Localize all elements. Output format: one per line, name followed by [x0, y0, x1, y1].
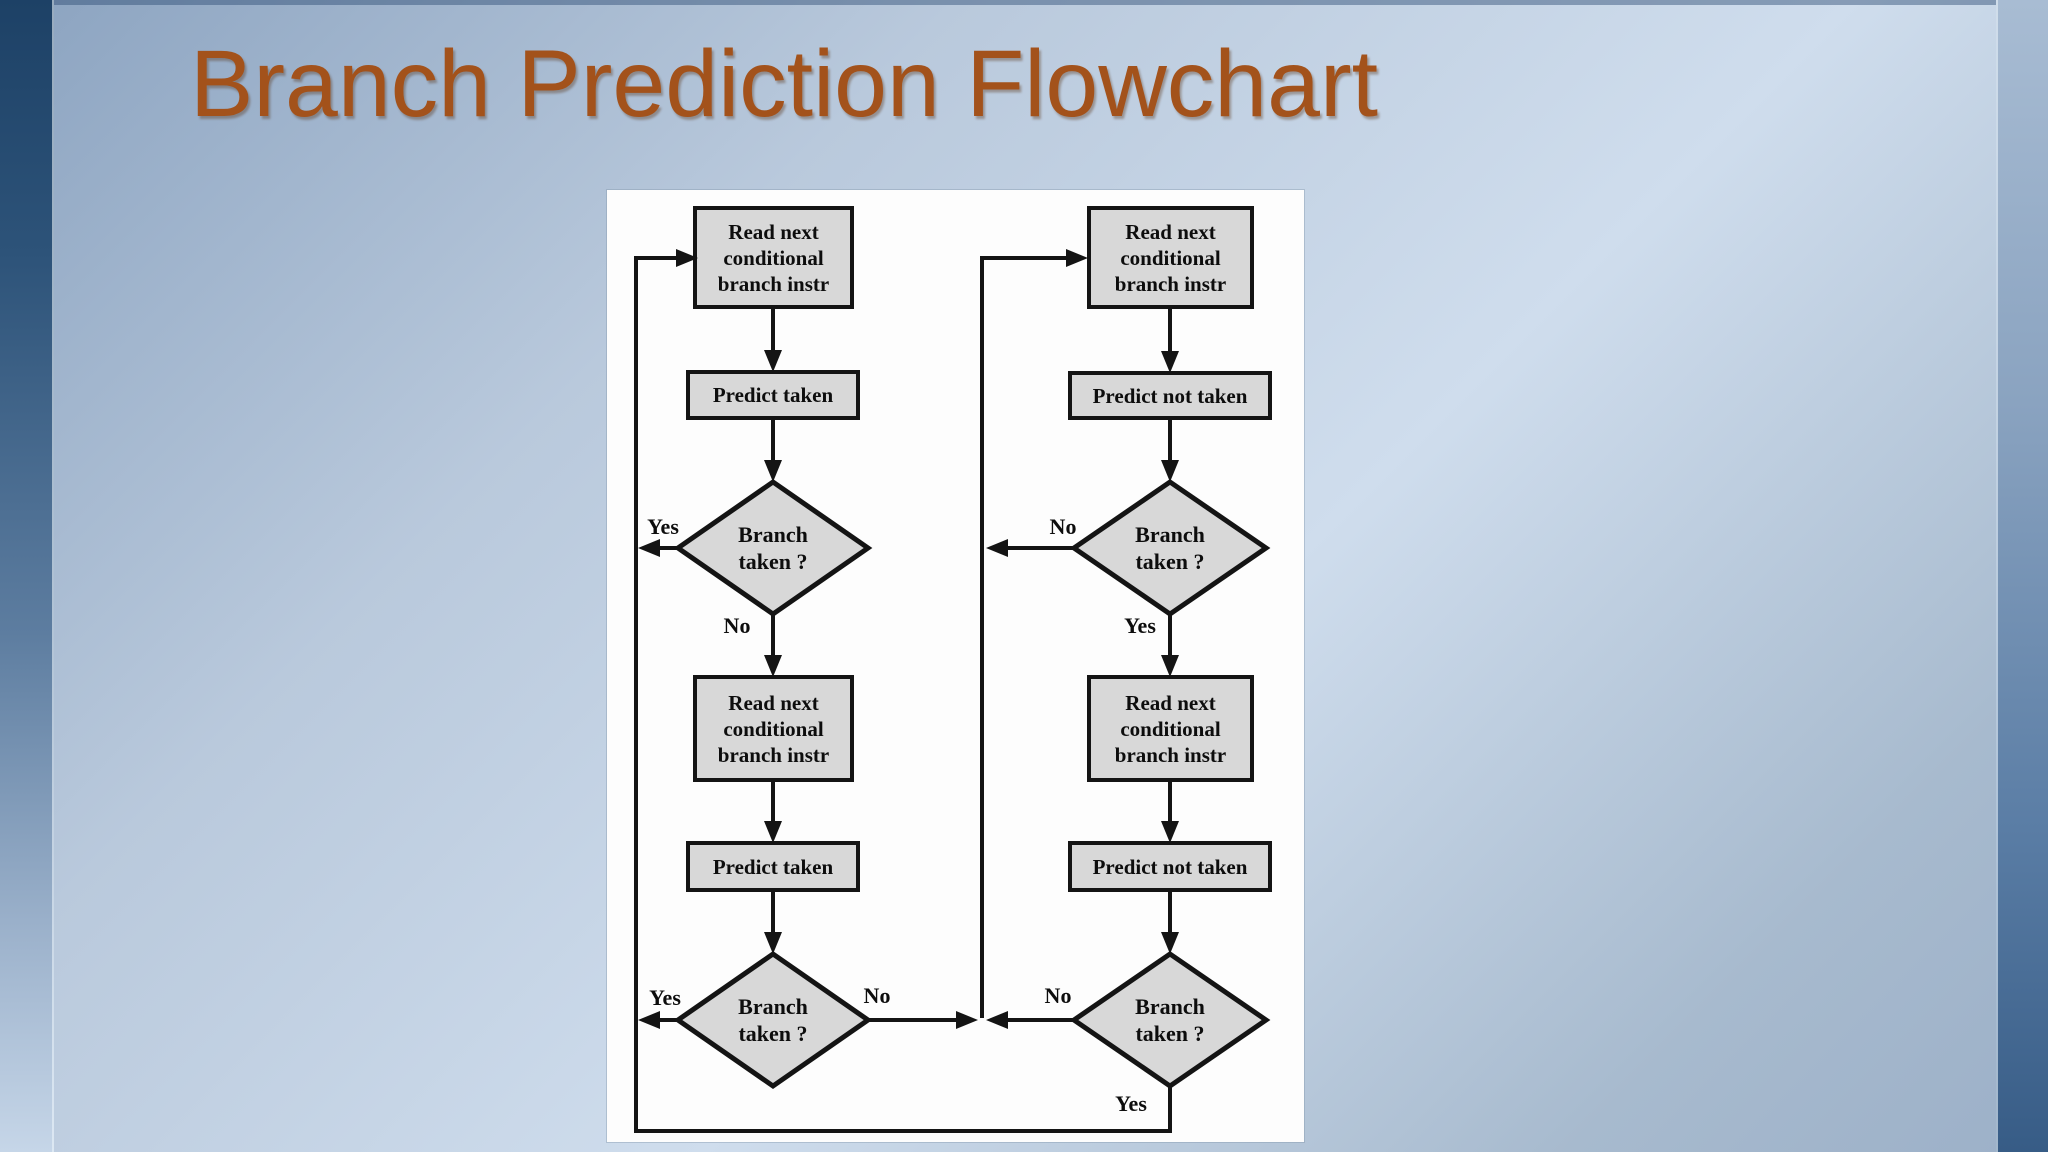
- arrowhead: [986, 539, 1008, 557]
- arrowhead: [764, 460, 782, 482]
- arrowhead: [1161, 932, 1179, 954]
- arrowhead: [764, 655, 782, 677]
- arrowheads: [638, 249, 1179, 1029]
- process-box-right-3: [1087, 675, 1254, 782]
- branch-label-no: No: [723, 613, 751, 638]
- arrowhead: [764, 932, 782, 954]
- decision-diamond-right-1: [1069, 478, 1271, 618]
- process-box-left-3: [693, 675, 854, 782]
- arrowhead: [1161, 821, 1179, 843]
- branch-label-no: No: [1049, 514, 1077, 539]
- process-label-predict-taken: Predict taken: [712, 383, 834, 407]
- arrowhead: [638, 1011, 660, 1029]
- process-box-left-4: [686, 841, 860, 892]
- branch-label-yes: Yes: [1124, 613, 1156, 638]
- arrowhead: [1161, 655, 1179, 677]
- process-label-predict-taken: Predict taken: [712, 854, 834, 879]
- decision-label-branch-taken: Branch taken ?: [1135, 994, 1205, 1046]
- branch-label-no: No: [1044, 983, 1072, 1008]
- flow-nodes: [673, 206, 1272, 1090]
- process-label-predict-not-taken: Predict not taken: [1092, 854, 1248, 879]
- decision-diamond-left-1: [673, 478, 873, 618]
- arrowhead: [764, 350, 782, 372]
- left-gradient-bar: [0, 0, 54, 1152]
- branch-label-yes: Yes: [1115, 1091, 1147, 1116]
- page-title: Branch Prediction Flowchart: [190, 31, 1379, 137]
- right-gradient-bar: [1996, 0, 2048, 1152]
- process-label-predict-not-taken: Predict not taken: [1092, 383, 1248, 408]
- decision-label-branch-taken: Branch taken ?: [1135, 522, 1205, 574]
- branch-label-yes: Yes: [649, 985, 681, 1010]
- decision-label-branch-taken: Branch taken ?: [738, 522, 808, 574]
- arrowhead: [1161, 351, 1179, 373]
- process-box-right-4: [1068, 841, 1272, 892]
- process-box-left-1: [693, 206, 854, 309]
- arrowhead: [1066, 249, 1088, 267]
- arrowhead: [1161, 460, 1179, 482]
- process-box-right-1: [1087, 206, 1254, 309]
- process-label-read-next: Read next conditional branch instr: [717, 690, 830, 767]
- decision-diamond-left-2: [673, 950, 873, 1090]
- arrowhead: [764, 821, 782, 843]
- arrowhead: [956, 1011, 978, 1029]
- arrowhead: [638, 539, 660, 557]
- flow-connectors: [634, 256, 1172, 1133]
- left-return-line: [634, 256, 676, 1131]
- slide-top-edge: [0, 0, 2048, 5]
- branch-label-yes: Yes: [647, 514, 679, 539]
- process-label-read-next: Read next conditional branch instr: [1114, 219, 1227, 296]
- arrowhead: [676, 249, 698, 267]
- decision-label-branch-taken: Branch taken ?: [738, 994, 808, 1046]
- process-label-read-next: Read next conditional branch instr: [717, 219, 830, 296]
- decision-diamond-right-2: [1069, 950, 1271, 1090]
- bottom-return-line: [634, 1085, 1172, 1133]
- branch-label-no: No: [863, 983, 891, 1008]
- center-return-line: [980, 256, 1066, 1018]
- arrowhead: [986, 1011, 1008, 1029]
- process-label-read-next: Read next conditional branch instr: [1114, 690, 1227, 767]
